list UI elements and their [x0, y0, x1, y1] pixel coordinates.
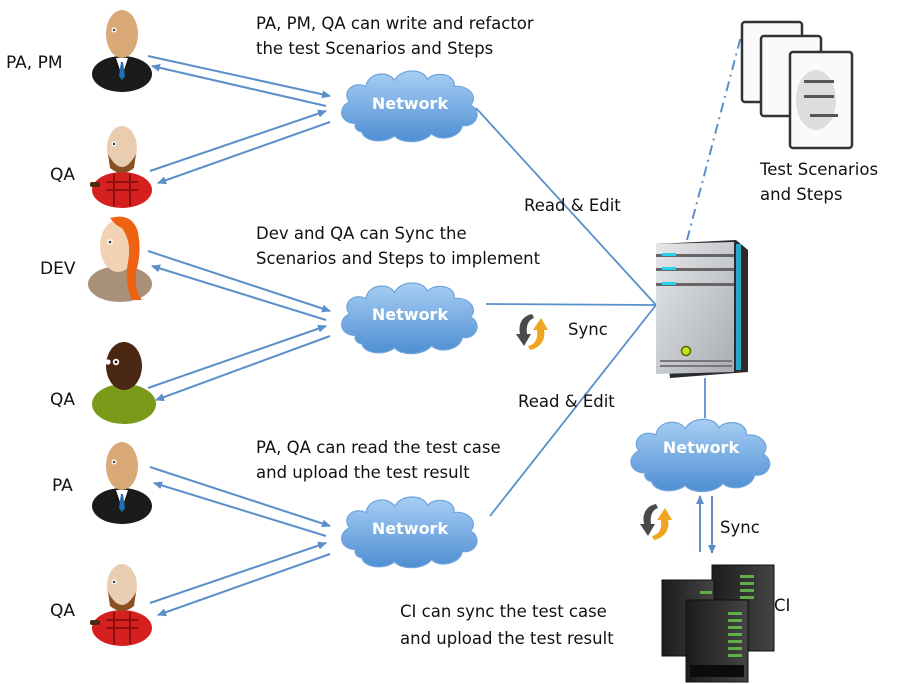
- group3-arrows: [149, 466, 331, 617]
- connection-label-bottom: Read & Edit: [518, 392, 615, 411]
- avatar-qa-3: [90, 564, 152, 646]
- ci-caption-line1: CI can sync the test case: [400, 602, 607, 621]
- group3-caption-line1: PA, QA can read the test case: [256, 438, 501, 457]
- actor-label-qa-1: QA: [50, 165, 76, 185]
- network-cloud-2: Network: [340, 282, 478, 355]
- group2-caption-line2: Scenarios and Steps to implement: [256, 249, 541, 268]
- arrow-qa2-to-network: [147, 324, 327, 389]
- network-cloud-3-label: Network: [372, 519, 449, 538]
- actor-label-qa-2: QA: [50, 390, 76, 410]
- actor-label-dev: DEV: [40, 259, 76, 279]
- network-cloud-server-label: Network: [663, 438, 740, 457]
- arrow-qa3-to-network: [149, 541, 327, 604]
- actor-label-pa: PA: [52, 476, 73, 496]
- documents-label-line2: and Steps: [760, 185, 843, 204]
- network-cloud-server: Network: [630, 418, 771, 493]
- ci-sync-icon: [640, 504, 672, 540]
- arrow-dev-to-network: [147, 250, 331, 313]
- arrow-pa-pm-to-network: [147, 55, 331, 99]
- group1-caption-line1: PA, PM, QA can write and refactor: [256, 14, 534, 33]
- dashdot-server-to-documents: [686, 24, 745, 241]
- network-cloud-1: Network: [340, 70, 478, 143]
- network-cloud-2-label: Network: [372, 305, 449, 324]
- avatar-qa-2: [92, 342, 156, 424]
- sync-icon: [516, 314, 548, 350]
- group3-caption-line2: and upload the test result: [256, 463, 470, 482]
- actor-label-qa-3: QA: [50, 601, 76, 621]
- arrow-pa-to-network: [149, 466, 331, 528]
- documents-icon: [740, 20, 854, 150]
- group2-arrows: [147, 250, 331, 401]
- actor-label-pa-pm: PA, PM: [6, 53, 63, 73]
- avatar-pa-pm: [92, 10, 152, 92]
- line-network2-to-server: [485, 303, 657, 306]
- ci-caption-line2: and upload the test result: [400, 629, 614, 648]
- network-cloud-3: Network: [340, 496, 478, 569]
- arrow-network-to-pa: [153, 481, 327, 537]
- line-network1-to-server: [475, 107, 657, 306]
- arrow-network-to-qa2: [155, 335, 331, 401]
- ci-label: CI: [774, 596, 791, 615]
- ci-server-icon: [661, 564, 775, 683]
- ci-sync-label: Sync: [720, 518, 760, 537]
- arrow-network-to-dev: [151, 264, 327, 321]
- server-icon: [656, 240, 748, 378]
- avatar-qa-1: [90, 126, 152, 208]
- network-cloud-1-label: Network: [372, 94, 449, 113]
- line-network3-to-server: [489, 304, 657, 517]
- group1-arrows: [147, 55, 331, 185]
- avatar-pa: [92, 442, 152, 524]
- connection-label-sync: Sync: [568, 320, 608, 339]
- arrow-qa1-to-network: [149, 109, 327, 172]
- arrow-network-to-qa3: [157, 553, 331, 617]
- arrow-network-to-qa1: [157, 121, 331, 185]
- group1-caption-line2: the test Scenarios and Steps: [256, 39, 494, 58]
- arrow-network-to-pa-pm: [151, 63, 327, 107]
- avatar-dev: [88, 216, 152, 302]
- documents-label-line1: Test Scenarios: [760, 160, 879, 179]
- group2-caption-line1: Dev and QA can Sync the: [256, 224, 467, 243]
- connection-label-top: Read & Edit: [524, 196, 621, 215]
